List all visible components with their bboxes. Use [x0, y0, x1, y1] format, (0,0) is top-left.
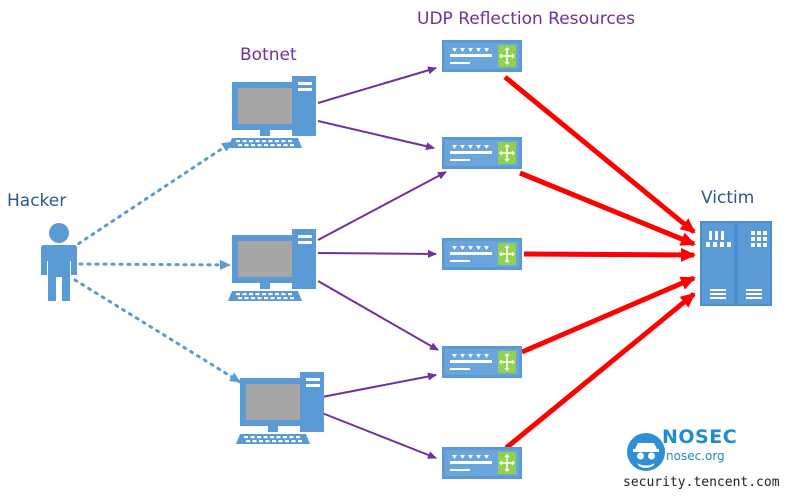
attack-arrows [503, 75, 696, 450]
reflectors-label: UDP Reflection Resources [417, 9, 635, 29]
nosec-brand: NOSEC [662, 426, 738, 448]
switch-icon [442, 137, 522, 169]
credit-text: security.tencent.com [623, 475, 780, 490]
botnet-arrows [317, 66, 447, 459]
bot3-to-refl5 [321, 412, 437, 459]
bot1-to-refl2 [317, 120, 435, 151]
botnet-label: Botnet [240, 45, 297, 65]
bot1-to-refl1 [317, 66, 437, 104]
bot2-to-refl4 [317, 280, 439, 351]
bot2-to-refl3 [317, 249, 437, 258]
refl3-to-victim [523, 247, 696, 262]
computer-icon [228, 76, 316, 148]
switch-icon [442, 346, 522, 378]
nosec-logo-icon [627, 433, 665, 471]
switch-icon [442, 40, 522, 72]
refl5-to-victim [504, 292, 696, 450]
switch-icon [442, 447, 522, 479]
computer-icon [236, 372, 324, 444]
computer-icon [228, 229, 316, 301]
botnet-computers [228, 76, 324, 444]
refl2-to-victim [519, 170, 696, 247]
switch-icon [442, 238, 522, 270]
hacker-link-middle [78, 259, 232, 270]
victim-label: Victim [701, 188, 755, 208]
refl4-to-victim [521, 275, 696, 355]
hacker-link-top [70, 140, 234, 250]
nosec-site: nosec.org [666, 449, 725, 463]
hacker-link-bottom [73, 278, 242, 384]
hacker-links [70, 140, 242, 384]
bot3-to-refl4 [321, 372, 437, 398]
bot2-to-refl2 [317, 171, 447, 241]
person-icon [41, 223, 77, 301]
refl1-to-victim [503, 75, 696, 234]
hacker-label: Hacker [7, 191, 67, 211]
reflector-switches [442, 40, 522, 479]
server-icon [700, 221, 772, 306]
